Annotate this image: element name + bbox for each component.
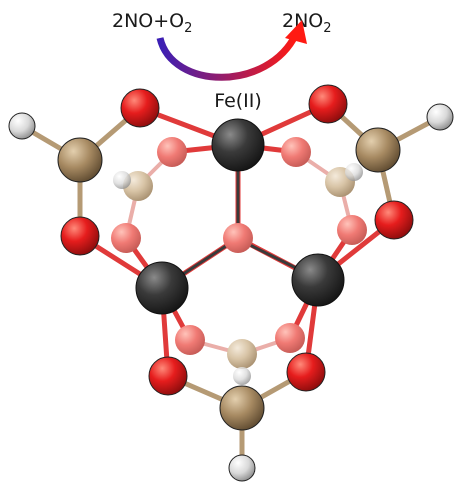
oxygen-atom — [286, 352, 326, 392]
hydrogen-atom — [228, 454, 256, 482]
phosphorus-atom — [355, 127, 401, 173]
iron-atom-top — [211, 118, 265, 172]
hydrogen-atom-back — [233, 367, 251, 385]
hydrogen-atom — [8, 112, 36, 140]
phosphorus-atom — [57, 137, 103, 183]
fe-site-label: Fe(II) — [214, 90, 262, 112]
oxygen-atom — [148, 356, 188, 396]
oxygen-atom — [111, 223, 141, 253]
oxygen-atom — [60, 216, 100, 256]
phosphorus-atom-back — [227, 339, 257, 369]
products-label: 2NO2 — [282, 10, 332, 36]
iron-atom-left — [135, 261, 189, 315]
oxygen-atom — [175, 325, 205, 355]
reactants-label: 2NO+O2 — [112, 10, 192, 36]
hydrogen-atom-back — [113, 171, 131, 189]
oxygen-atom — [337, 215, 367, 245]
reaction-equation: 2NO+O2 2NO2 — [112, 10, 332, 81]
hydrogen-atom — [426, 103, 454, 131]
oxygen-atom — [275, 323, 305, 353]
back-atoms — [111, 137, 367, 385]
oxygen-atom — [374, 200, 414, 240]
oxygen-atom — [157, 137, 187, 167]
oxygen-atom — [120, 88, 160, 128]
oxygen-atom — [308, 84, 348, 124]
hydrogen-atom-back — [345, 163, 363, 181]
front-atoms — [8, 84, 454, 482]
phosphorus-atom — [219, 385, 265, 431]
reaction-arrow — [156, 32, 300, 81]
oxygen-atom — [281, 137, 311, 167]
central-oxygen-atom — [223, 223, 253, 253]
iron-atom-right — [291, 253, 345, 307]
reaction-arrowhead — [285, 20, 307, 44]
